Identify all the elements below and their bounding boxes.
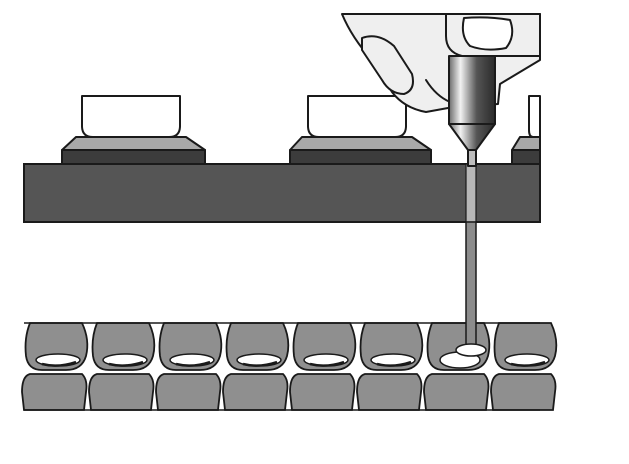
mount-slope (289, 136, 432, 151)
cell (158, 322, 223, 371)
hand-knuckle (361, 35, 414, 95)
cell-lower (222, 373, 289, 411)
cell (359, 322, 424, 371)
needle-channel (465, 163, 477, 223)
cell-layer (21, 322, 558, 411)
mount-cap (528, 95, 541, 138)
hand-crease (425, 79, 451, 103)
cell (292, 322, 357, 371)
cell-lumen-shadow (376, 360, 412, 367)
mount-cap (307, 95, 407, 138)
mount-base (289, 149, 432, 165)
cell-lower (490, 373, 557, 411)
cell (91, 322, 156, 371)
micro-needle-icon (448, 55, 496, 167)
cell-lower (423, 373, 490, 411)
mount-base (61, 149, 206, 165)
cell-lumen-shadow (242, 360, 278, 367)
thumb-nail (461, 16, 514, 51)
probe-body (448, 55, 496, 125)
cell-lumen-shadow (108, 360, 144, 367)
cell (24, 322, 89, 371)
cell-lumen-shadow (510, 360, 546, 367)
cell-lower (356, 373, 423, 411)
cell-lower (88, 373, 155, 411)
mount-base (511, 149, 541, 165)
injection-bead (455, 343, 487, 357)
cell-lower (21, 373, 88, 411)
cell-lower (155, 373, 222, 411)
specimen-mount-partial (511, 95, 541, 165)
cell-row-bottom (21, 373, 557, 411)
cell (225, 322, 290, 371)
probe-needle (467, 149, 477, 167)
cell-lumen-shadow (175, 360, 211, 367)
plate (23, 163, 541, 223)
cell-lower (289, 373, 356, 411)
mount-cap (81, 95, 181, 138)
needle-shaft (465, 221, 477, 351)
cell-lumen-shadow (41, 360, 77, 367)
cell-lumen-shadow (309, 360, 345, 367)
cell (493, 322, 558, 371)
mount-slope (61, 136, 206, 151)
specimen-mount (289, 95, 432, 165)
